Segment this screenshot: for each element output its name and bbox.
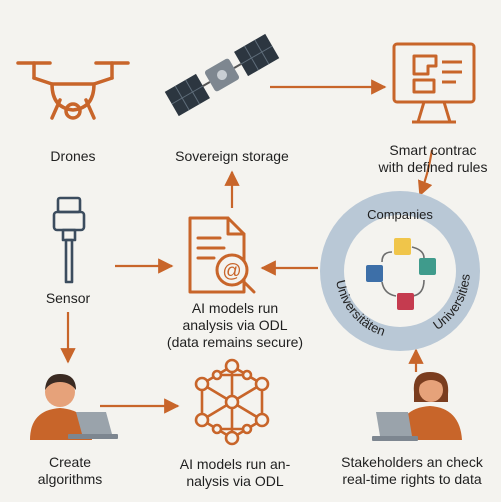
ai-secure-line1: AI models run <box>191 300 279 316</box>
smart-contract-line1: Smart contrac <box>389 142 477 158</box>
document-search-icon: @ <box>188 216 256 294</box>
sovereign-storage-label: Sovereign storage <box>175 148 289 164</box>
ai-network-line1: AI models run an- <box>179 456 291 472</box>
create-algorithms-label: Create algorithms <box>20 454 120 488</box>
arrow-contract-to-companies <box>417 149 434 197</box>
drones-label: Drones <box>50 148 96 164</box>
sensor-label: Sensor <box>45 290 91 306</box>
svg-text:@: @ <box>222 261 241 282</box>
sensor-icon <box>52 196 86 284</box>
drone-icon <box>16 61 130 120</box>
ai-network-label: AI models run an- nalysis via ODL <box>160 456 310 490</box>
companies-label: Companies <box>367 207 433 222</box>
stakeholders-label: Stakeholders an check real-time rights t… <box>326 454 498 488</box>
ai-secure-line3: (data remains secure) <box>166 334 304 350</box>
stakeholders-line2: real-time rights to data <box>342 471 482 487</box>
create-algorithms-line2: algorithms <box>37 471 103 487</box>
satellite-icon <box>164 33 280 117</box>
hub-tiles-icon <box>366 238 436 310</box>
ai-network-line2: nalysis via ODL <box>186 473 284 489</box>
stakeholders-line1: Stakeholders an check <box>341 454 483 470</box>
create-algorithms-line1: Create <box>48 454 92 470</box>
stakeholder-person-icon <box>372 372 462 441</box>
neural-network-icon <box>194 358 270 446</box>
ai-secure-label: AI models run analysis via ODL (data rem… <box>150 300 320 351</box>
smart-contract-monitor-icon <box>392 42 476 124</box>
stakeholder-ring: Universitäten Universities <box>320 191 480 351</box>
smart-contract-line2: with defined rules <box>378 159 488 175</box>
ai-secure-line2: analysis via ODL <box>182 317 288 333</box>
smart-contract-label: Smart contrac with defined rules <box>368 142 498 176</box>
developer-person-icon <box>30 374 118 440</box>
flow-arrows <box>60 79 434 414</box>
